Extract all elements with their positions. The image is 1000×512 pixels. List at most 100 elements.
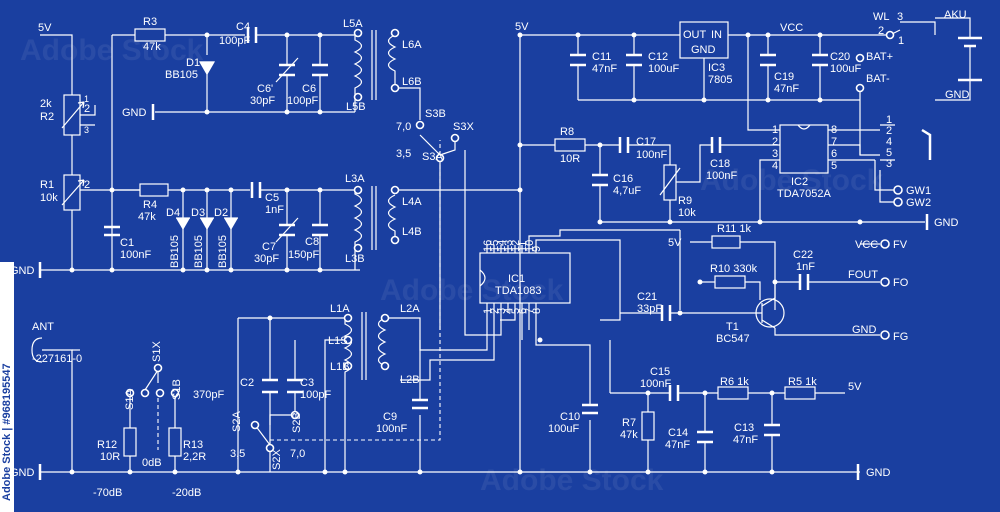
label-r12: R12 [97, 439, 117, 451]
label-switch-70: 7,0 [290, 448, 305, 460]
terminal [343, 361, 353, 371]
label-gnd: GND [10, 265, 35, 277]
terminal-gw2[interactable] [893, 197, 903, 207]
label-s3a: S3A [422, 151, 443, 163]
pin-label: 3 [772, 148, 778, 160]
label-r5: R5 1k [788, 376, 817, 388]
pin-label: 4 [886, 136, 892, 148]
label-bb105: BB105 [193, 235, 205, 268]
label-l5b: L5B [346, 101, 366, 113]
label-c20-value: 100uF [830, 63, 861, 75]
junction-dots [69, 32, 863, 475]
terminal-fo[interactable] [880, 277, 890, 287]
label-c16: C16 [613, 173, 633, 185]
terminal [380, 313, 390, 323]
label-gnd: GND [934, 217, 959, 229]
label-r13-value: 2,2R [183, 451, 206, 463]
pin-label: 16 [482, 240, 494, 252]
label-s1b: S1B [171, 379, 183, 400]
oscillator-section [620, 230, 880, 336]
label-minus70db: -70dB [93, 487, 122, 499]
watermark-text: Adobe Stock [480, 464, 664, 497]
label-gnd: GND [852, 324, 877, 336]
left-tuning-section [38, 27, 860, 480]
label-5v: 5V [515, 21, 529, 33]
label-r12-value: 10R [100, 451, 120, 463]
pin-label: 6 [831, 148, 837, 160]
terminal [153, 363, 163, 373]
label-ic2: IC2 [791, 176, 808, 188]
label-l6b: L6B [402, 76, 422, 88]
label-c10-value: 100uF [548, 423, 579, 435]
label-c19: C19 [774, 71, 794, 83]
terminal-fg[interactable] [880, 330, 890, 340]
terminal [290, 410, 300, 420]
label-ic3-gnd: GND [691, 44, 716, 56]
label-bb105: BB105 [217, 235, 229, 268]
pin-label: 7 [831, 136, 837, 148]
label-r6: R6 1k [720, 376, 749, 388]
label-r7: R7 [622, 417, 636, 429]
label-ic2-value: TDA7052A [777, 188, 831, 200]
terminal-fv[interactable] [880, 239, 890, 249]
stock-id-label: Adobe Stock | #968195547 [1, 363, 13, 501]
label-switch-70: 7,0 [396, 121, 411, 133]
label-c9-value: 100nF [376, 423, 407, 435]
label-c16-value: 4,7uF [613, 185, 641, 197]
label-gnd: GND [10, 467, 35, 479]
pin-label: 13 [503, 240, 515, 252]
terminal-gw1[interactable] [893, 185, 903, 195]
label-r9: R9 [678, 195, 692, 207]
label-vcc: VCC [855, 239, 878, 251]
pin-label: 8 [831, 124, 837, 136]
pin-label: 3 [84, 125, 89, 135]
label-ic3-in: IN [711, 29, 722, 41]
label-c2: C2 [240, 377, 254, 389]
label-r10: R10 330k [710, 263, 758, 275]
pin-label: 1 [482, 308, 494, 314]
label-gnd: GND [122, 107, 147, 119]
label-c7: C7 [262, 241, 276, 253]
regulator-section [519, 17, 982, 472]
label-c2-value: 370pF [193, 389, 224, 401]
label-c8-value: 150pF [288, 249, 319, 261]
label-r11: R11 1k [717, 223, 752, 235]
label-s2a: S2A [231, 411, 243, 432]
label-gw2: GW2 [906, 197, 931, 209]
label-r2: R2 [40, 111, 54, 123]
label-c9: C9 [383, 411, 397, 423]
label-c17: C17 [636, 136, 656, 148]
terminal [855, 83, 865, 93]
label-fout: FOUT [848, 269, 878, 281]
pin-label: 4 [503, 308, 515, 314]
label-ic3-out: OUT [683, 29, 707, 41]
label-c21: C21 [637, 291, 657, 303]
label-c14: C14 [668, 427, 688, 439]
pin-label: 6 [517, 308, 529, 314]
label-r2-value: 2k [40, 98, 52, 110]
label-c18-value: 100nF [706, 170, 737, 182]
label-fg: FG [893, 331, 908, 343]
label-l2b: L2B [400, 374, 420, 386]
label-l4a: L4A [402, 196, 422, 208]
pin-label: 1 [772, 124, 778, 136]
terminal [390, 185, 400, 195]
pin-label: 10 [524, 240, 536, 252]
component-labels: 5V GND GND ANT -227161-0 2k R2 R1 10k 1 … [10, 9, 970, 499]
label-r1: R1 [40, 179, 54, 191]
label-d1-value: BB105 [165, 69, 198, 81]
label-s1x: S1X [151, 341, 163, 362]
pin-label: 4 [772, 160, 778, 172]
watermark-text: Adobe Stock [700, 164, 884, 197]
label-c18: C18 [710, 158, 730, 170]
label-c19-value: 47nF [774, 83, 799, 95]
label-5v: 5V [38, 22, 52, 34]
label-r3: R3 [143, 16, 157, 28]
label-c21-value: 33pF [637, 303, 662, 315]
stock-side-banner: Adobe Stock | #968195547 [0, 262, 14, 512]
pin-label: 8 [531, 308, 543, 314]
label-d2: D2 [214, 207, 228, 219]
label-r8-value: 10R [560, 153, 580, 165]
terminal [343, 335, 353, 345]
